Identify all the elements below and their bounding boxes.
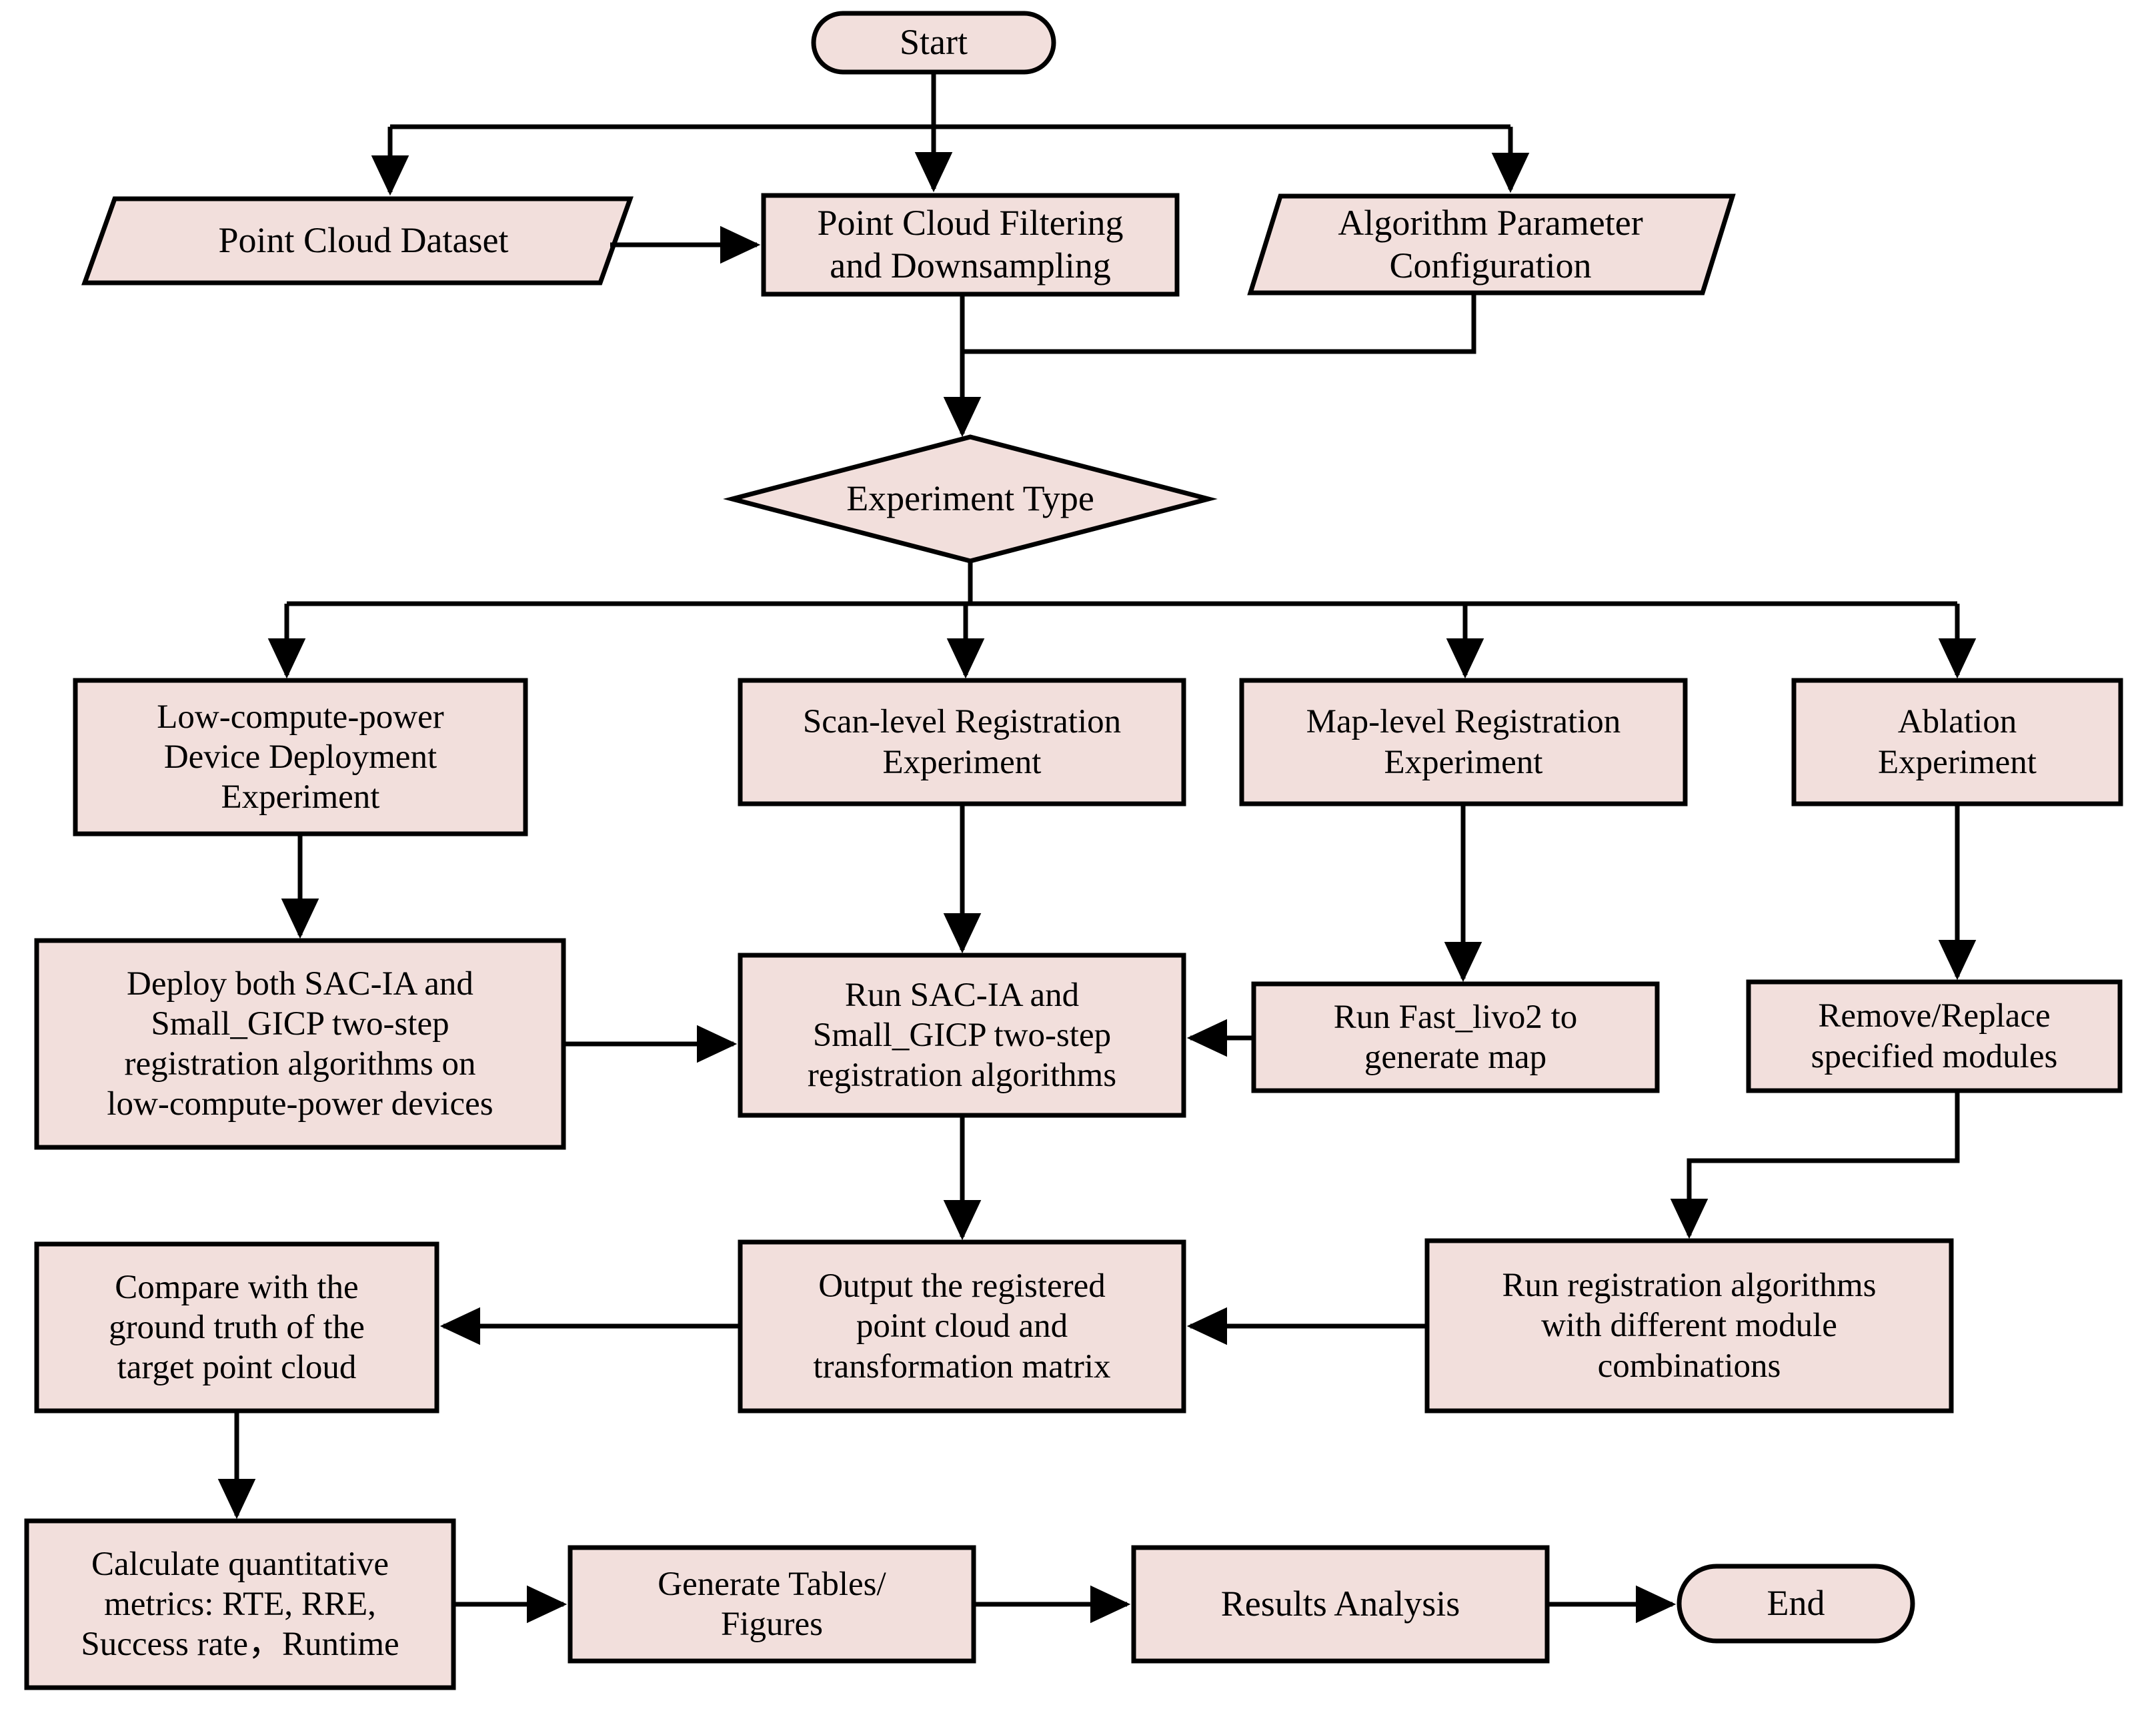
node-run-module-combos-shape — [1424, 1238, 1954, 1413]
node-compare-ground-truth-shape — [34, 1241, 439, 1413]
node-experiment-type-shape — [723, 434, 1218, 564]
node-param-config-shape — [1247, 193, 1736, 296]
node-end-shape — [1677, 1564, 1915, 1644]
node-low-compute-exp-shape — [73, 678, 528, 836]
node-run-algorithms-shape — [738, 953, 1186, 1118]
node-results-analysis-shape — [1131, 1545, 1550, 1664]
node-generate-tables-shape — [568, 1545, 976, 1664]
node-scan-level-exp-shape — [738, 678, 1186, 806]
node-remove-replace-shape — [1746, 979, 2123, 1093]
node-filtering-shape — [761, 193, 1180, 297]
node-deploy-algorithms-shape — [34, 938, 566, 1150]
node-calc-metrics-shape — [24, 1518, 456, 1690]
node-start-shape — [811, 11, 1056, 75]
node-run-fast-livo2-shape — [1251, 981, 1660, 1093]
edge-param-config-down — [962, 293, 1476, 354]
node-output-registered-shape — [738, 1239, 1186, 1413]
node-map-level-exp-shape — [1239, 678, 1688, 806]
node-dataset-shape — [81, 196, 634, 286]
node-ablation-exp-shape — [1791, 678, 2123, 806]
edge-remove-replace-to-module-combos — [1670, 1091, 1960, 1239]
